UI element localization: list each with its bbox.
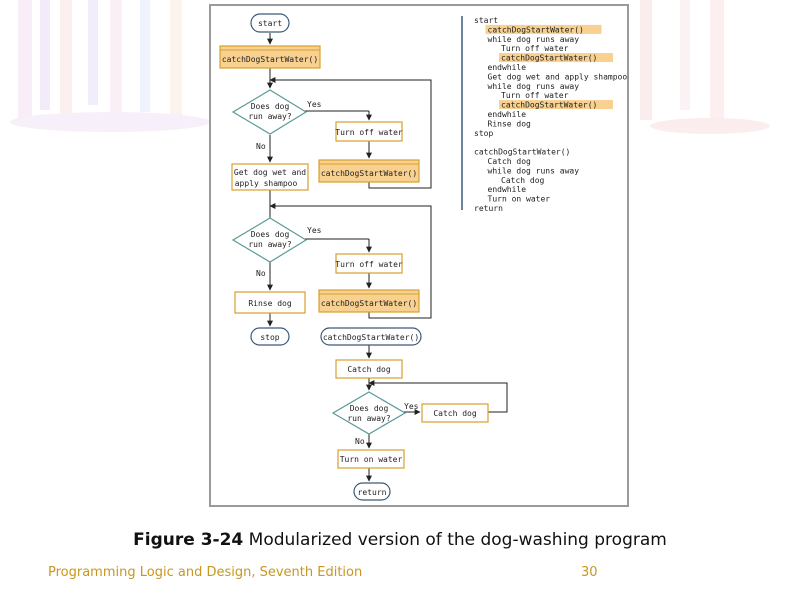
decision-diamond-1 (231, 89, 308, 135)
module-call-box-3 (318, 289, 420, 313)
decision-3-line2: run away? (347, 414, 391, 423)
figure-caption: Figure 3-24 Modularized version of the d… (0, 530, 800, 550)
rinse-dog-box (234, 291, 306, 314)
pseudocode-line: Catch dog (501, 176, 545, 185)
pseudocode-line: catchDogStartWater() (501, 101, 597, 110)
module-call-box-2 (318, 159, 420, 183)
decision-1-no: No (256, 142, 266, 151)
return-terminal (353, 482, 391, 501)
pseudocode-line: catchDogStartWater() (488, 25, 584, 34)
pseudocode-line: Catch dog (488, 157, 532, 166)
pseudocode-line: Turn off water (501, 44, 569, 53)
decision-3-no: No (355, 437, 365, 446)
module-header-terminal (320, 327, 422, 346)
pseudocode-line: while dog runs away (488, 82, 580, 91)
decision-diamond-3 (331, 391, 407, 435)
module-call-label-2: catchDogStartWater() (321, 169, 417, 178)
module-call-box-1 (219, 45, 321, 69)
decision-2-no: No (256, 269, 266, 278)
turn-off-water-box-2 (335, 253, 403, 274)
get-dog-wet-line1: Get dog wet and (234, 168, 306, 177)
pseudocode-line: endwhile (488, 110, 527, 119)
catch-dog-box-2 (421, 403, 489, 423)
pseudocode-line: start (474, 16, 498, 25)
decision-1-yes: Yes (307, 100, 322, 109)
pseudocode-line: catchDogStartWater() (474, 148, 570, 157)
start-label: start (258, 19, 282, 28)
start-terminal (250, 13, 290, 33)
caption-text: Modularized version of the dog-washing p… (243, 530, 667, 550)
decision-diamond-2 (231, 217, 308, 263)
return-label: return (358, 488, 387, 497)
turn-off-water-box-1 (335, 121, 403, 142)
pseudocode-highlight (485, 24, 602, 34)
pseudocode-line: Turn off water (501, 91, 569, 100)
get-dog-wet-line2: apply shampoo (235, 179, 298, 188)
pseudocode-line: while dog runs away (488, 166, 580, 175)
decision-2-line2: run away? (248, 240, 292, 249)
module-call-label-1: catchDogStartWater() (222, 55, 318, 64)
pseudocode-line: Turn on water (488, 195, 551, 204)
pseudocode-line: endwhile (488, 63, 527, 72)
decision-2-line1: Does dog (251, 230, 290, 239)
decision-1-line2: run away? (248, 112, 292, 121)
rinse-dog-label: Rinse dog (248, 299, 292, 308)
stop-terminal (250, 327, 290, 346)
pseudocode-line: Rinse dog (488, 119, 532, 128)
decision-3-line1: Does dog (350, 404, 389, 413)
flowchart-diagram: start catchDogStartWater() Does dog run … (219, 13, 627, 501)
stop-label: stop (260, 333, 279, 342)
footer-book-title: Programming Logic and Design, Seventh Ed… (48, 565, 363, 580)
turn-on-water-label: Turn on water (340, 455, 403, 464)
turn-on-water-box (337, 449, 405, 469)
decision-2-yes: Yes (307, 226, 322, 235)
catch-dog-label-2: Catch dog (433, 409, 477, 418)
catch-dog-label-1: Catch dog (347, 365, 391, 374)
module-header-label: catchDogStartWater() (323, 333, 419, 342)
figure-frame: start catchDogStartWater() Does dog run … (209, 4, 629, 507)
turn-off-water-label-2: Turn off water (335, 260, 403, 269)
catch-dog-box-1 (335, 359, 403, 379)
pseudocode-line: while dog runs away (488, 35, 580, 44)
pseudocode-line: return (474, 204, 503, 213)
pseudocode-highlight (499, 100, 613, 110)
pseudocode-line: stop (474, 129, 493, 138)
pseudocode-highlight (499, 53, 613, 63)
decision-3-yes: Yes (404, 402, 419, 411)
decision-1-line1: Does dog (251, 102, 290, 111)
get-dog-wet-box (231, 163, 309, 191)
pseudocode-line: Get dog wet and apply shampoo (488, 72, 628, 81)
pseudocode-line: endwhile (488, 185, 527, 194)
module-call-label-3: catchDogStartWater() (321, 299, 417, 308)
turn-off-water-label-1: Turn off water (335, 128, 403, 137)
footer-page-number: 30 (581, 565, 598, 580)
caption-label: Figure 3-24 (133, 530, 244, 550)
pseudocode-line: catchDogStartWater() (501, 54, 597, 63)
